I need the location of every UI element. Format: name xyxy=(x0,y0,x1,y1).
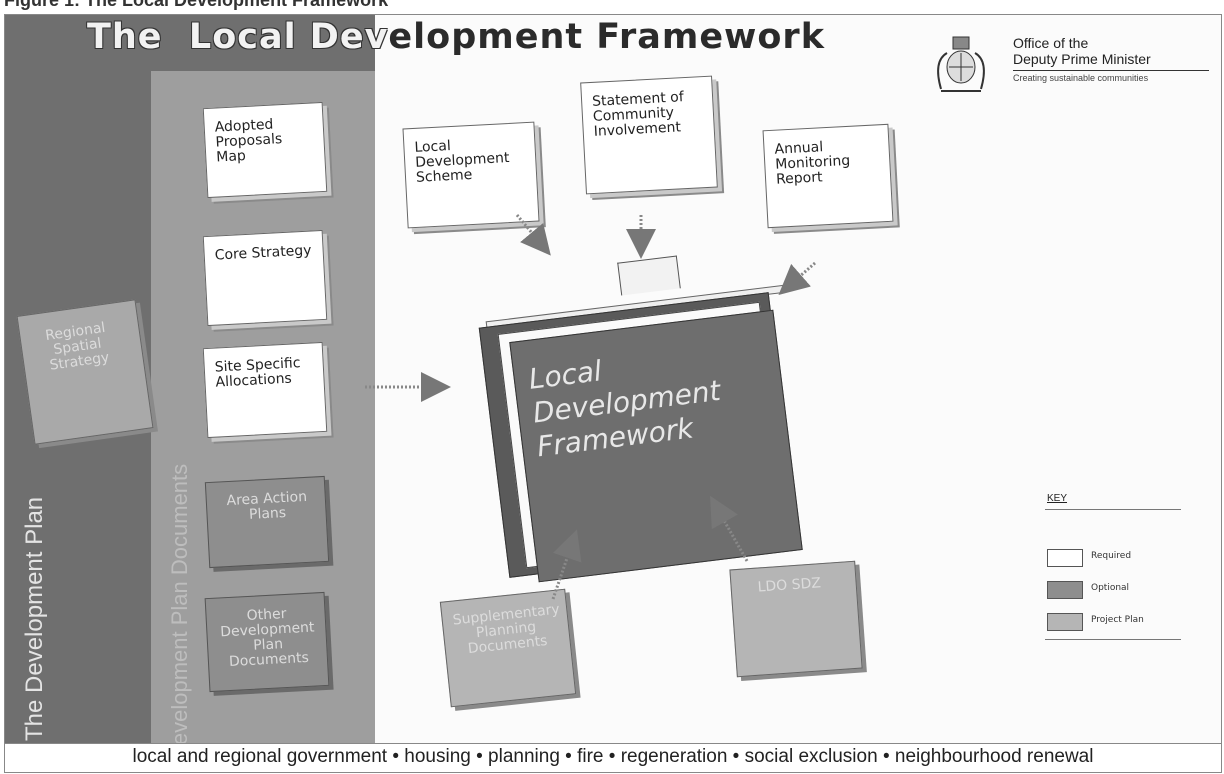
key-required-label: Required xyxy=(1091,551,1132,561)
arrow-ldo xyxy=(710,495,749,562)
logo-divider xyxy=(1013,70,1209,71)
arrow-amr xyxy=(778,261,816,295)
key-rule xyxy=(1045,509,1181,510)
key-optional-swatch xyxy=(1047,581,1083,599)
figure-caption: Figure 1: The Local Development Framewor… xyxy=(4,0,389,10)
key-bottom-rule xyxy=(1045,639,1181,640)
title-part2: Local Dev xyxy=(188,17,389,57)
diagram-frame: The Development Plan Development Plan Do… xyxy=(4,14,1222,744)
key-title: KEY xyxy=(1047,493,1068,504)
title-part1: The xyxy=(87,17,163,57)
key-optional-label: Optional xyxy=(1091,583,1130,593)
diagram-key: KEY Required Optional Project Plan xyxy=(1045,493,1185,653)
connector-arrows xyxy=(365,214,816,600)
logo-line1: Office of the xyxy=(1013,35,1089,51)
logo-line2: Deputy Prime Minister xyxy=(1013,51,1151,67)
opdm-logo: Office of the Deputy Prime Minister Crea… xyxy=(927,33,1217,103)
logo-tagline: Creating sustainable communities xyxy=(1013,73,1149,83)
key-required-swatch xyxy=(1047,549,1083,567)
title-part3: elopment Framework xyxy=(388,17,825,57)
key-project-plan-label: Project Plan xyxy=(1091,615,1144,625)
arrow-lds xyxy=(515,214,551,256)
key-project-plan-swatch xyxy=(1047,613,1083,631)
footer-tagline: local and regional government • housing … xyxy=(4,742,1222,773)
crest-icon xyxy=(927,33,995,97)
arrow-spd xyxy=(551,529,582,600)
diagram-title: The Local Development Framework xyxy=(87,17,825,57)
